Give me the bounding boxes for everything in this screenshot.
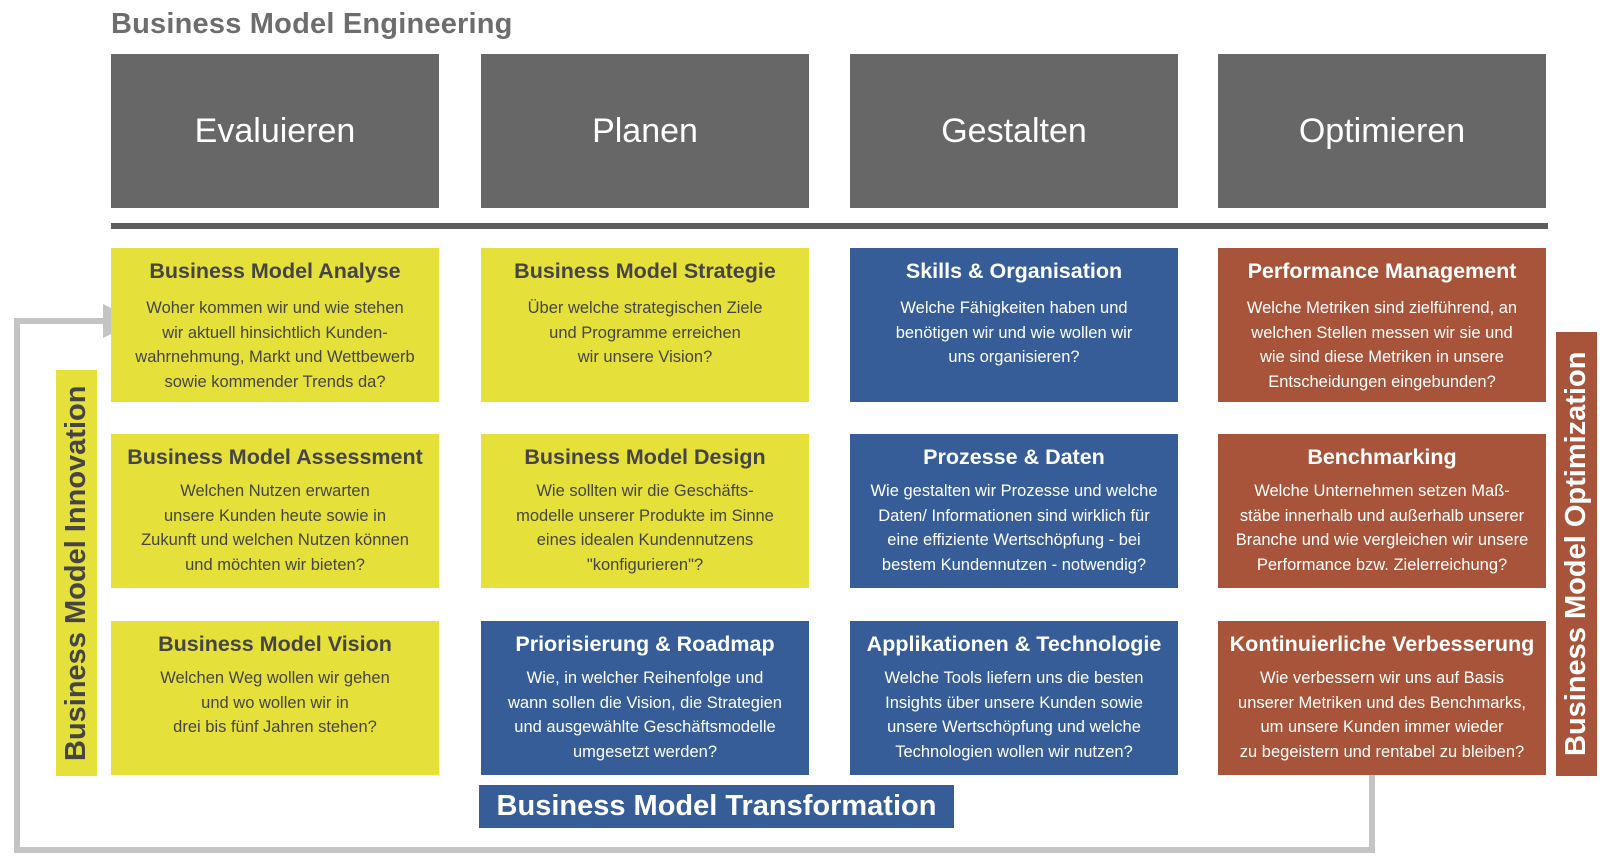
card-text: Welche Unternehmen setzen Maß- stäbe inn…: [1235, 482, 1529, 574]
card-business-model-assessment: Business Model Assessment Welchen Nutzen…: [111, 434, 439, 588]
card-benchmarking: Benchmarking Welche Unternehmen setzen M…: [1218, 434, 1546, 588]
card-title: Business Model Strategie: [514, 259, 776, 283]
card-business-model-design: Business Model Design Wie sollten wir di…: [481, 434, 809, 588]
card-title: Business Model Design: [524, 445, 766, 469]
card-title: Business Model Assessment: [127, 445, 423, 469]
card-text: Wie sollten wir die Geschäfts- modelle u…: [516, 482, 774, 574]
divider-line: [111, 223, 1548, 229]
card-title: Business Model Analyse: [149, 259, 401, 283]
card-text: Wie, in welcher Reihenfolge und wann sol…: [508, 669, 782, 761]
card-title: Priorisierung & Roadmap: [515, 632, 775, 656]
phase-planen: Planen: [481, 54, 809, 208]
card-text: Wie verbessern wir uns auf Basis unserer…: [1238, 669, 1526, 761]
card-title: Benchmarking: [1307, 445, 1457, 469]
phase-evaluieren: Evaluieren: [111, 54, 439, 208]
label-business-model-optimization: Business Model Optimization: [1556, 332, 1597, 776]
card-title: Business Model Vision: [158, 632, 392, 656]
card-text: Welche Metriken sind zielführend, an wel…: [1246, 299, 1518, 391]
phase-gestalten: Gestalten: [850, 54, 1178, 208]
card-text: Welchen Weg wollen wir gehen und wo woll…: [160, 669, 390, 736]
card-text: Wie gestalten wir Prozesse und welche Da…: [870, 482, 1158, 574]
card-text: Welche Fähigkeiten haben und benötigen w…: [895, 299, 1133, 366]
card-applikationen-technologie: Applikationen & Technologie Welche Tools…: [850, 621, 1178, 775]
card-performance-management: Performance Management Welche Metriken s…: [1218, 248, 1546, 402]
card-business-model-analyse: Business Model Analyse Woher kommen wir …: [111, 248, 439, 402]
card-title: Skills & Organisation: [905, 259, 1123, 283]
card-text: Woher kommen wir und wie stehen wir aktu…: [135, 299, 415, 391]
card-title: Kontinuierliche Verbesserung: [1229, 632, 1535, 656]
card-prozesse-daten: Prozesse & Daten Wie gestalten wir Proze…: [850, 434, 1178, 588]
card-kontinuierliche-verbesserung: Kontinuierliche Verbesserung Wie verbess…: [1218, 621, 1546, 775]
card-text: Über welche strategischen Ziele und Prog…: [527, 299, 763, 366]
card-text: Welchen Nutzen erwarten unsere Kunden he…: [141, 482, 409, 574]
label-business-model-transformation: Business Model Transformation: [479, 785, 954, 828]
card-business-model-strategie: Business Model Strategie Über welche str…: [481, 248, 809, 402]
card-title: Applikationen & Technologie: [866, 632, 1162, 656]
label-business-model-innovation: Business Model Innovation: [56, 370, 97, 776]
card-skills-organisation: Skills & Organisation Welche Fähigkeiten…: [850, 248, 1178, 402]
card-priorisierung-roadmap: Priorisierung & Roadmap Wie, in welcher …: [481, 621, 809, 775]
phase-optimieren: Optimieren: [1218, 54, 1546, 208]
card-title: Performance Management: [1247, 259, 1517, 283]
card-title: Prozesse & Daten: [923, 445, 1105, 469]
card-business-model-vision: Business Model Vision Welchen Weg wollen…: [111, 621, 439, 775]
card-text: Welche Tools liefern uns die besten Insi…: [884, 669, 1144, 761]
page-title: Business Model Engineering: [111, 8, 513, 40]
